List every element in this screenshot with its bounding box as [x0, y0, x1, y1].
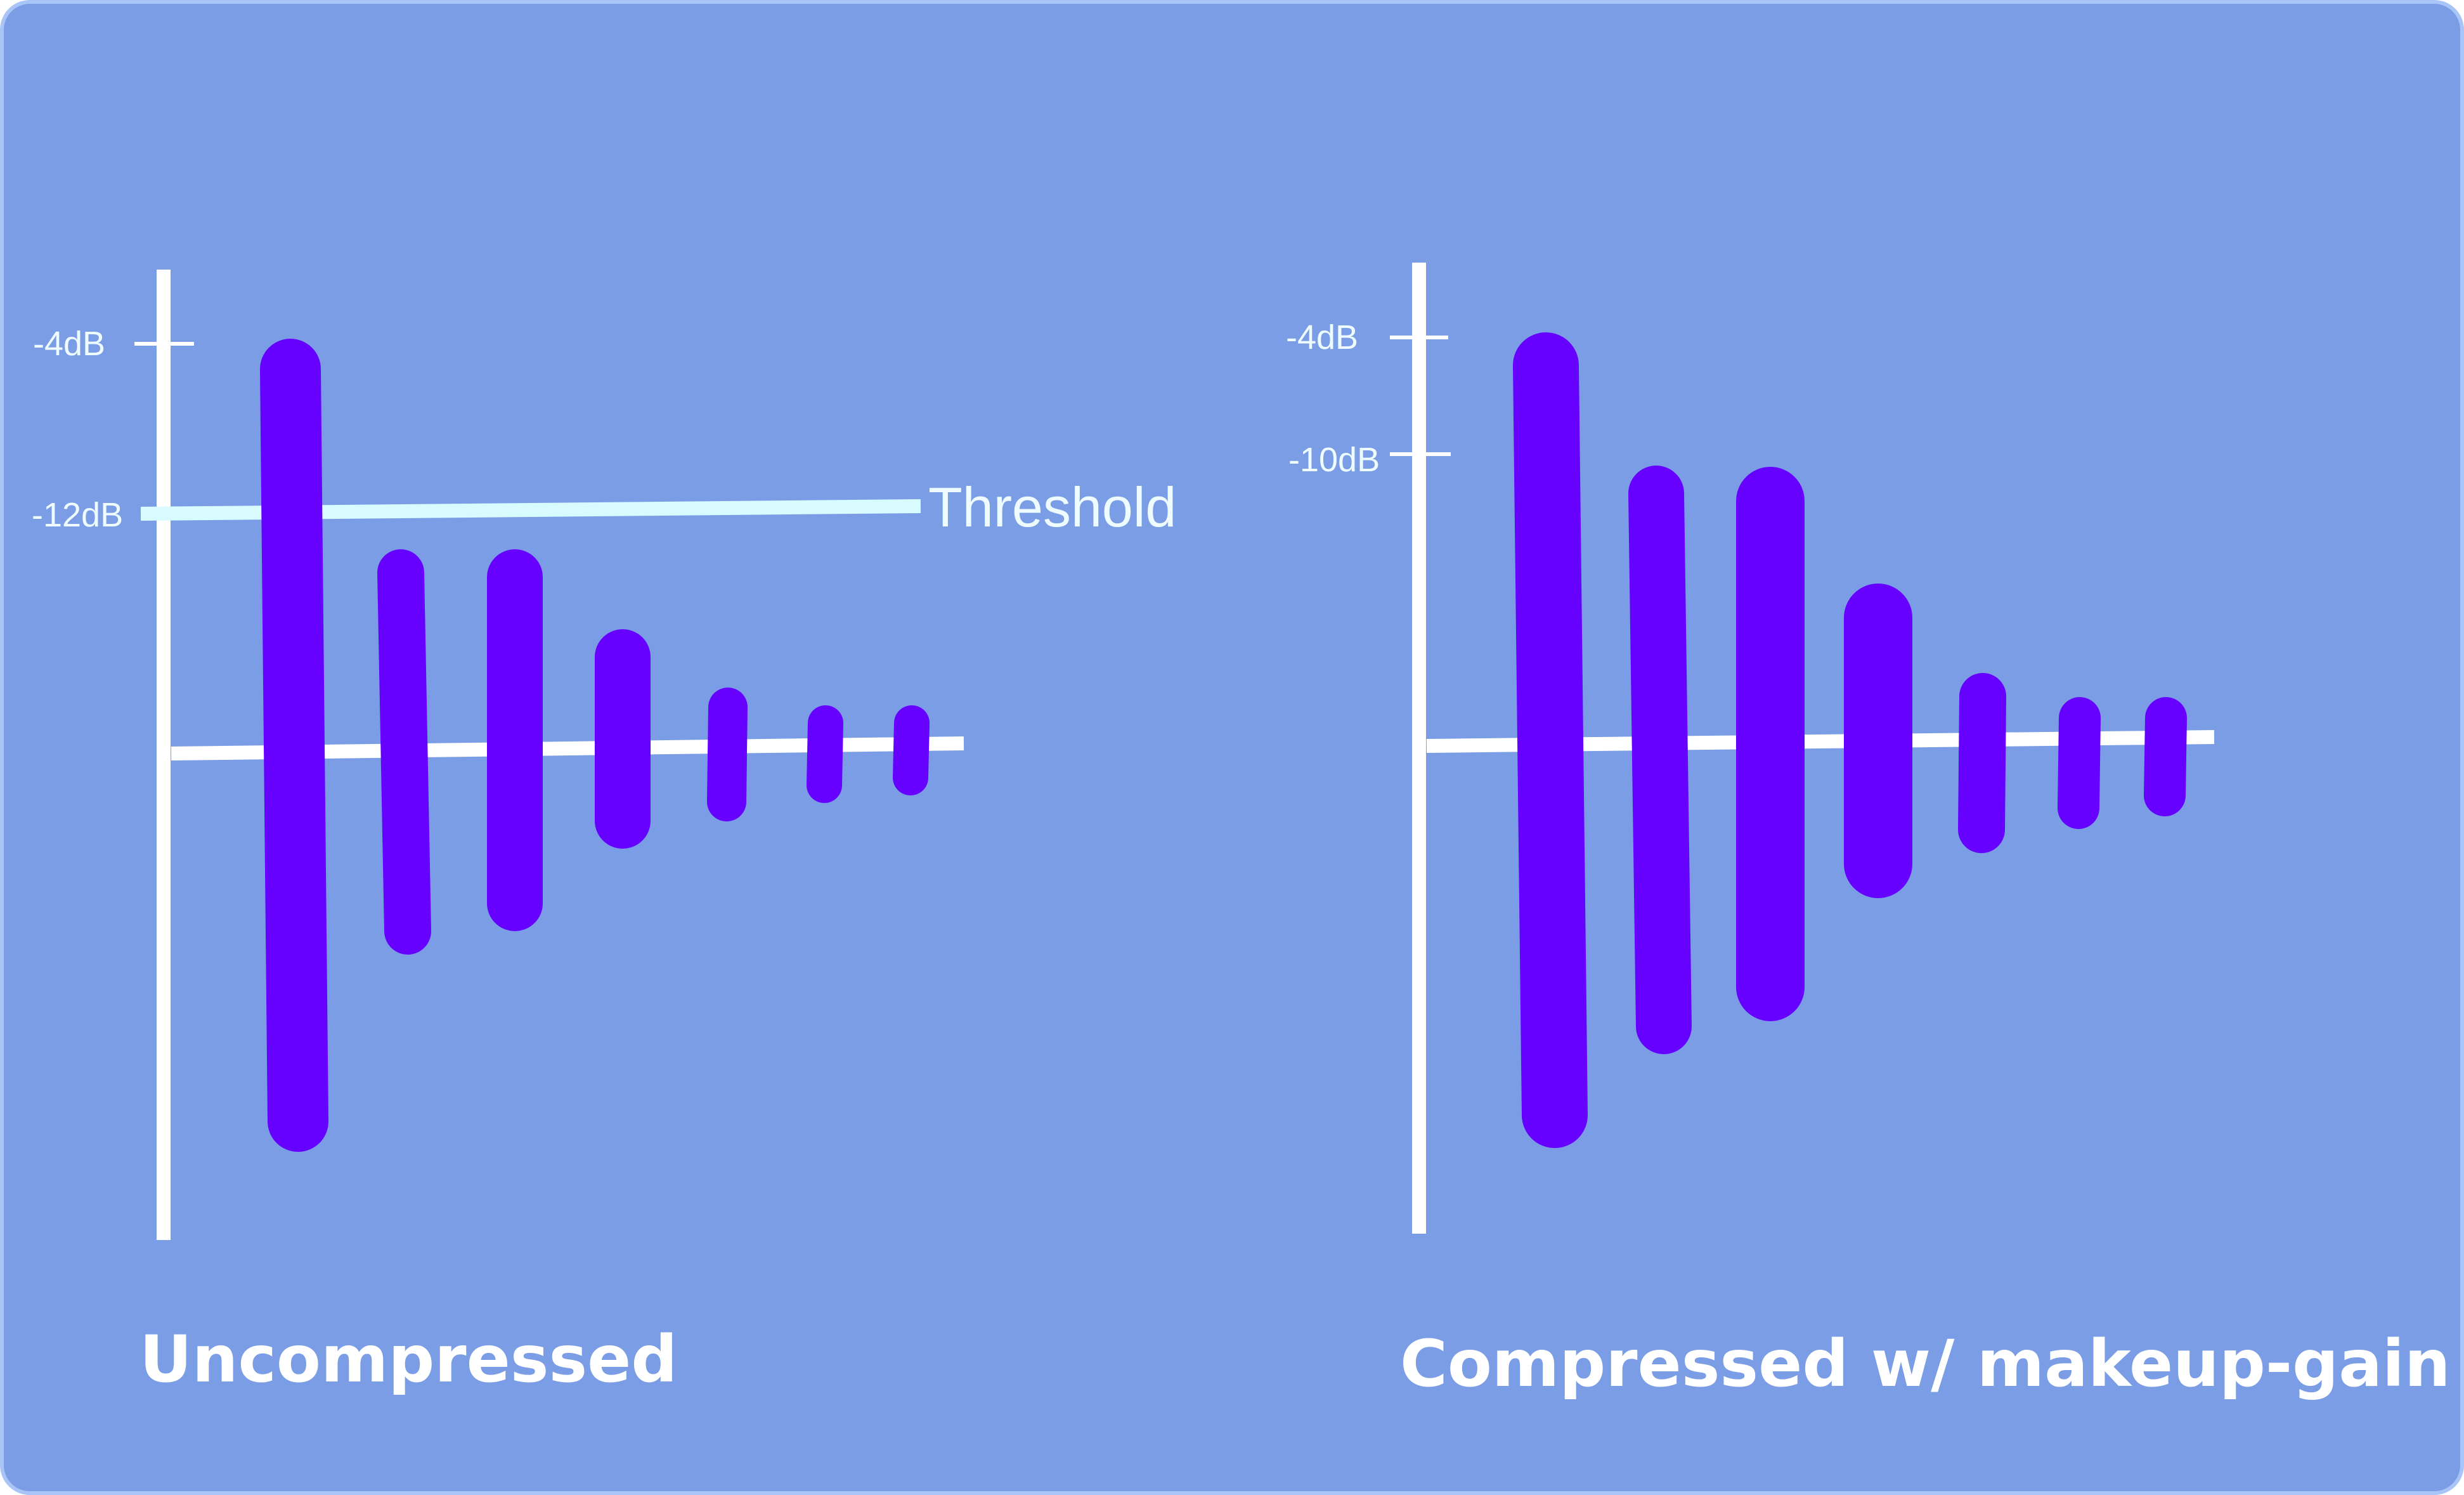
right-bar-7 — [2144, 697, 2187, 816]
threshold-line — [140, 499, 921, 521]
left-bar-7 — [893, 705, 930, 795]
left-bar-1 — [260, 339, 328, 1152]
right-tick-label-10db: -10dB — [1288, 441, 1380, 479]
right-bar-2 — [1628, 466, 1692, 1054]
compressed-panel: -4dB -10dB Compressed w/ makeup-gain — [1286, 263, 2451, 1402]
right-bars — [1513, 332, 2187, 1148]
right-bar-1 — [1513, 332, 1588, 1148]
uncompressed-panel: -4dB -12dB Threshold Uncompressed — [32, 270, 1176, 1397]
left-tick-label-4db: -4dB — [33, 325, 105, 363]
threshold-label: Threshold — [928, 476, 1176, 539]
left-bar-5 — [707, 688, 748, 821]
right-tick-label-4db: -4dB — [1286, 318, 1358, 356]
left-bar-2 — [377, 549, 431, 955]
left-tick-label-12db: -12dB — [32, 496, 123, 534]
right-bar-6 — [2058, 697, 2101, 829]
uncompressed-title: Uncompressed — [139, 1322, 677, 1397]
compressed-title: Compressed w/ makeup-gain — [1400, 1326, 2451, 1402]
left-bar-6 — [807, 705, 843, 803]
left-bars — [260, 339, 930, 1152]
right-bar-5 — [1958, 673, 2006, 853]
